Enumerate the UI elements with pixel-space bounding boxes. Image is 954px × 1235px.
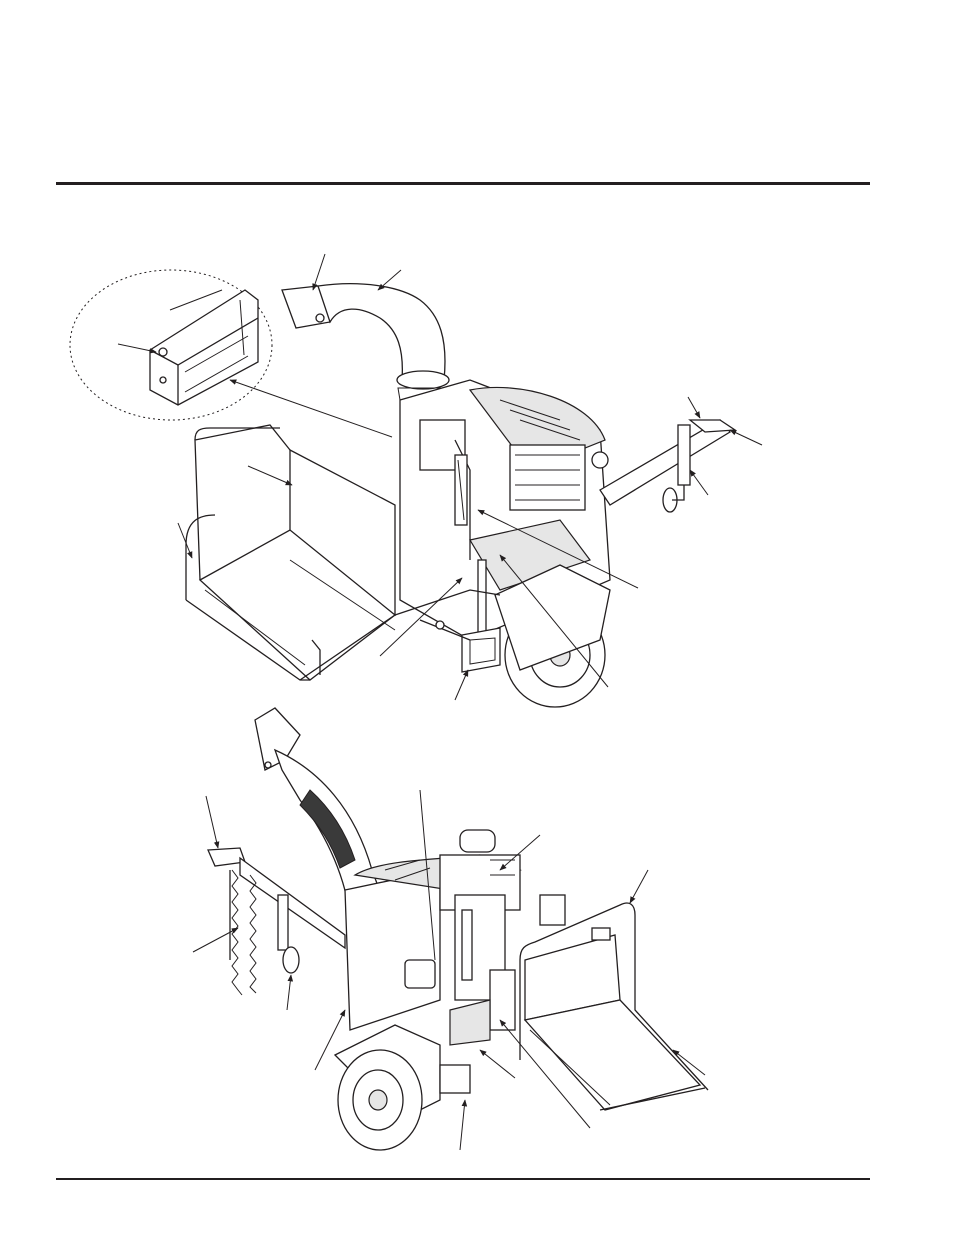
- leader-lower-hopper-tray: [672, 1049, 706, 1076]
- upper-machine-view: [69, 253, 763, 708]
- leader-detail-link: [229, 379, 393, 438]
- lower-feed-hopper: [519, 902, 709, 1111]
- leader-hitch-coupler: [729, 429, 763, 446]
- leader-hitch-pin: [687, 396, 701, 419]
- lower-tow-tongue: [207, 847, 346, 996]
- leader-lower-hitch: [205, 795, 220, 849]
- header-rule: [56, 182, 870, 185]
- leader-lower-hopper-frame: [629, 869, 649, 904]
- leader-hopper-frame: [177, 522, 193, 559]
- leader-detail-knob: [117, 343, 157, 354]
- leader-lower-control: [479, 1049, 516, 1079]
- leader-jack-wheel: [689, 469, 709, 496]
- leader-jack-foot: [454, 669, 469, 701]
- lower-machine-body: [344, 829, 566, 1046]
- lower-machine-view: [192, 707, 709, 1151]
- leader-engine-top: [419, 789, 436, 961]
- lower-frame: [394, 589, 501, 641]
- leader-lower-jack-foot: [459, 1099, 468, 1151]
- jack-stand: [461, 559, 501, 673]
- leader-control-lever: [477, 509, 639, 589]
- leader-lower-panel: [499, 1019, 591, 1129]
- footer-rule: [56, 1178, 870, 1180]
- leader-lower-latch: [314, 1009, 346, 1071]
- leader-hopper-panel: [247, 465, 293, 486]
- tow-tongue: [599, 419, 737, 513]
- feed-hopper: [185, 424, 397, 681]
- lower-wheel: [333, 1024, 471, 1151]
- discharge-chute: [281, 283, 451, 401]
- detail-callout: [69, 269, 273, 421]
- leader-safety-chains: [192, 927, 239, 953]
- leader-engine-control: [499, 554, 609, 688]
- leader-air-filter: [499, 834, 541, 871]
- leader-lower-jack-wheel: [286, 974, 294, 1011]
- upper-wheel: [494, 564, 611, 708]
- leader-chute-tube: [377, 269, 402, 291]
- leader-latch: [379, 577, 463, 657]
- leader-chute-deflector: [312, 253, 326, 291]
